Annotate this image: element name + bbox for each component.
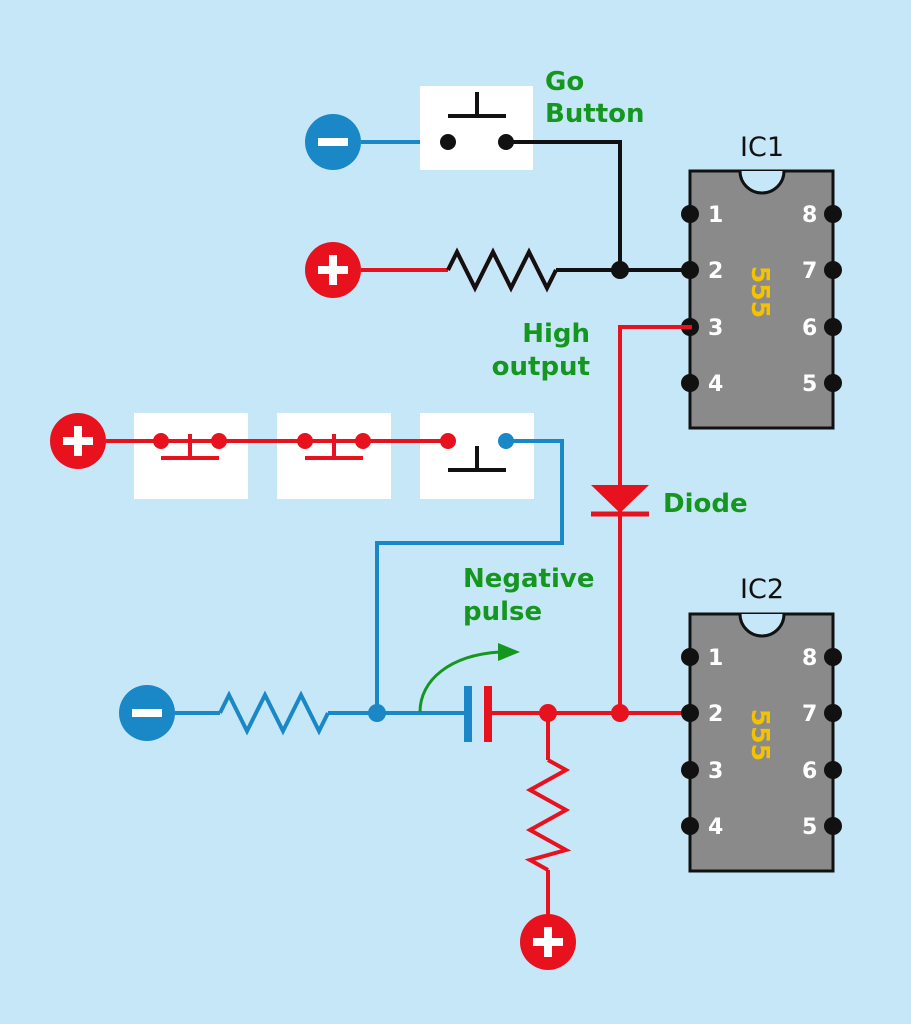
ic2-type-label: 555 <box>746 709 775 761</box>
wire-switch-to-capacitor-node <box>375 439 564 713</box>
ic1-pin4-label: 4 <box>708 372 723 397</box>
positive-terminal-top <box>305 242 361 298</box>
ic1-pin2-label: 2 <box>708 259 723 284</box>
wire-ic1-output-to-ic2 <box>618 325 692 713</box>
go-button <box>420 86 533 170</box>
ic2-pin3-label: 3 <box>708 759 723 784</box>
ic2-pin2-label: 2 <box>708 702 723 727</box>
high-output-label-line1: High <box>522 319 590 349</box>
capacitor <box>464 686 492 742</box>
ic2-pin4-label: 4 <box>708 815 723 840</box>
ic2-pin1-label: 1 <box>708 646 723 671</box>
ic1-chip <box>681 169 842 430</box>
ic1-pin5-label: 5 <box>802 372 817 397</box>
ic2-pin8-label: 8 <box>802 646 817 671</box>
junction-dot-blue <box>368 704 386 722</box>
switch-1-closed <box>153 433 227 460</box>
ic2-label: IC2 <box>740 574 784 605</box>
diode <box>591 485 649 517</box>
ic1-type-label: 555 <box>746 266 775 318</box>
negative-terminal-top <box>305 114 361 170</box>
go-button-label-line1: Go <box>545 67 584 97</box>
pulldown-resistor <box>218 690 330 736</box>
wire-go-button-to-trigger <box>506 140 622 270</box>
junction-dot-trigger-ic1 <box>611 261 629 279</box>
pullup-resistor-top <box>446 247 558 293</box>
negative-pulse-label-line1: Negative <box>463 564 594 594</box>
junction-dot-red-right <box>611 704 629 722</box>
diode-label: Diode <box>663 489 748 519</box>
ic2-pin6-label: 6 <box>802 759 817 784</box>
ic1-pin3-label: 3 <box>708 316 723 341</box>
ic2-pin5-label: 5 <box>802 815 817 840</box>
ic1-pin1-label: 1 <box>708 203 723 228</box>
ic1-pin7-label: 7 <box>802 259 817 284</box>
positive-terminal-bottom <box>520 914 576 970</box>
ic1-label: IC1 <box>740 132 784 163</box>
ic2-pin7-label: 7 <box>802 702 817 727</box>
ic1-pin8-label: 8 <box>802 203 817 228</box>
high-output-label-line2: output <box>492 352 590 382</box>
positive-terminal-middle <box>50 413 106 469</box>
pullup-resistor-bottom <box>524 758 572 872</box>
ic2-chip <box>681 612 842 873</box>
negative-terminal-bottom <box>119 685 175 741</box>
negative-pulse-label-line2: pulse <box>463 597 542 627</box>
switch-2-closed <box>297 433 371 460</box>
go-button-label-line2: Button <box>545 99 645 129</box>
ic1-pin6-label: 6 <box>802 316 817 341</box>
pulse-arrow-icon <box>418 643 520 713</box>
